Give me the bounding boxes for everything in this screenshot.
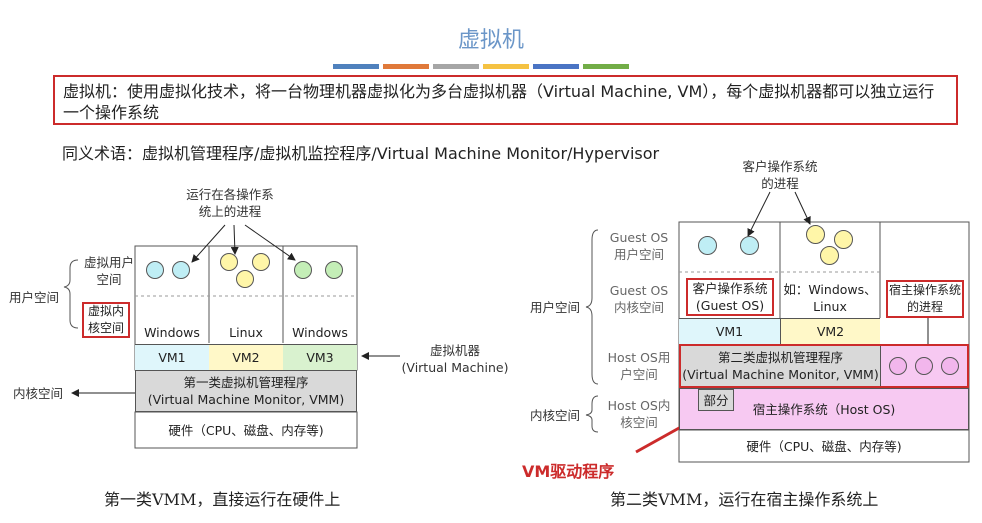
process-circle (252, 253, 270, 271)
right-user-space-label: 用户空间 (529, 300, 580, 315)
guest-os-kernel-label: Guest OS内核空间 (609, 283, 669, 315)
os2-box: 如：Windows、 Linux (780, 278, 880, 318)
left-user-space-label: 用户空间 (8, 290, 59, 305)
process-circle (146, 261, 164, 279)
process-circle (889, 357, 907, 375)
guest-os-box: 客户操作系统 (Guest OS) (686, 278, 774, 316)
host-os-kernel-label: Host OS内核空间 (607, 398, 671, 430)
process-circle (834, 230, 853, 249)
page-title: 虚拟机 (457, 28, 524, 53)
left-vmm-line2: (Virtual Machine Monitor, VMM) (147, 392, 345, 407)
definition-box: 虚拟机：使用虚拟化技术，将一台物理机器虚拟化为多台虚拟机器（Virtual Ma… (53, 75, 958, 125)
guest-os-user-label: Guest OS用户空间 (609, 230, 669, 262)
left-os-1: Windows (144, 324, 200, 340)
color-bar-darkblue (533, 64, 579, 69)
right-vm2: VM2 (780, 318, 880, 344)
process-circle (172, 261, 190, 279)
process-circle (941, 357, 959, 375)
right-caption: 第二类VMM，运行在宿主操作系统上 (610, 490, 879, 509)
color-bar-yellow (483, 64, 529, 69)
os2-line1: 如：Windows、 (783, 282, 877, 297)
virtual-machine-label: 虚拟机器 (Virtual Machine) (400, 342, 510, 376)
left-processes-label: 运行在各操作系统上的进程 (186, 187, 274, 219)
virtual-kernel-space-label: 虚拟内核空间 (82, 302, 130, 338)
host-user-outline (679, 344, 969, 388)
right-vm1: VM1 (679, 318, 780, 344)
virtual-machine-line2: (Virtual Machine) (401, 360, 509, 375)
process-circle (294, 261, 312, 279)
virtual-user-space-label: 虚拟用户空间 (84, 255, 135, 287)
guest-os-line1: 客户操作系统 (692, 281, 768, 296)
os2-line2: Linux (813, 299, 847, 314)
process-circle (236, 270, 254, 288)
color-bar-green (583, 64, 629, 69)
color-bar-blue (333, 64, 379, 69)
left-hardware: 硬件（CPU、磁盘、内存等) (168, 422, 324, 438)
left-caption: 第一类VMM，直接运行在硬件上 (104, 490, 341, 509)
process-circle (915, 357, 933, 375)
guest-os-line2: (Guest OS) (695, 298, 765, 313)
process-circle (820, 246, 839, 265)
left-kernel-space-label: 内核空间 (12, 386, 63, 401)
right-vmm-box: 第二类虚拟机管理程序 (Virtual Machine Monitor, VMM… (681, 346, 881, 386)
guest-processes-label: 客户操作系统的进程 (742, 159, 818, 191)
vm-driver-label: VM驱动程序 (522, 462, 615, 481)
color-bar-gray (433, 64, 479, 69)
left-vmm-box: 第一类虚拟机管理程序 (Virtual Machine Monitor, VMM… (135, 370, 357, 412)
right-kernel-space-label: 内核空间 (529, 408, 580, 423)
left-vmm-line1: 第一类虚拟机管理程序 (183, 375, 309, 390)
part-box: 部分 (698, 389, 734, 411)
virtual-machine-line1: 虚拟机器 (429, 343, 480, 358)
host-processes-label: 宿主操作系统的进程 (886, 280, 964, 318)
process-circle (806, 225, 825, 244)
left-vm3: VM3 (283, 344, 357, 370)
right-vmm-line1: 第二类虚拟机管理程序 (717, 350, 843, 365)
right-vmm-line2: (Virtual Machine Monitor, VMM) (682, 367, 879, 382)
left-vm2: VM2 (209, 344, 283, 370)
process-circle (325, 261, 343, 279)
left-os-3: Windows (292, 324, 348, 340)
process-circle (740, 236, 759, 255)
synonyms-text: 同义术语：虚拟机管理程序/虚拟机监控程序/Virtual Machine Mon… (62, 144, 660, 163)
color-bar-orange (383, 64, 429, 69)
left-vm1: VM1 (135, 344, 209, 370)
process-circle (698, 236, 717, 255)
process-circle (220, 253, 238, 271)
right-hardware: 硬件（CPU、磁盘、内存等) (746, 438, 902, 454)
host-os-user-label: Host OS用户空间 (607, 350, 671, 382)
left-os-2: Linux (229, 324, 263, 340)
